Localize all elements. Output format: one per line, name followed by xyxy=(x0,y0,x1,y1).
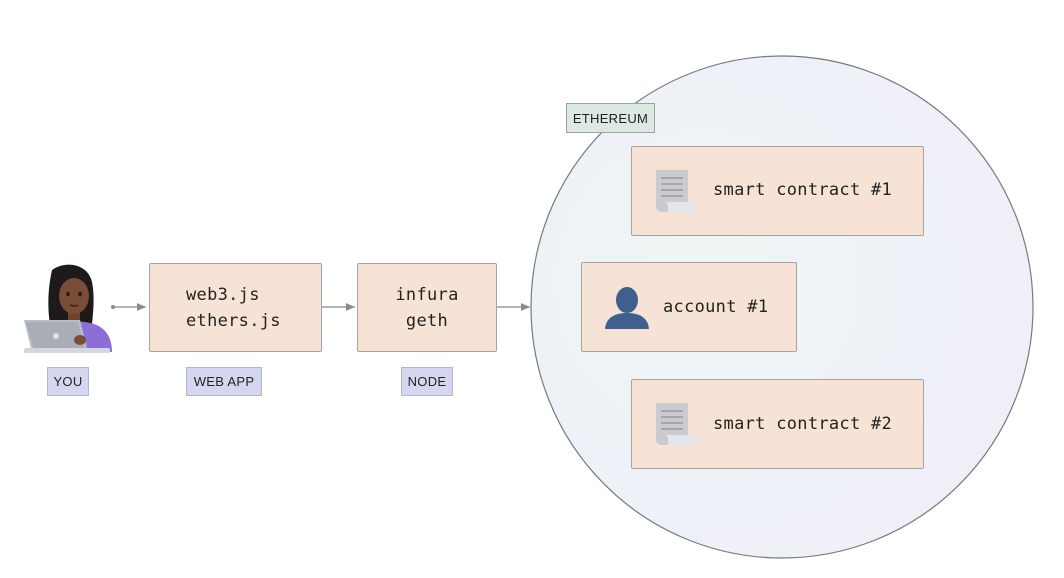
smart-contract-1-box: smart contract #1 xyxy=(631,146,924,236)
person-silhouette-icon xyxy=(605,287,649,329)
ethereum-tag: ETHEREUM xyxy=(566,103,655,133)
smart-contract-2-box: smart contract #2 xyxy=(631,379,924,469)
you-tag: YOU xyxy=(47,367,89,396)
web-app-line-2: ethers.js xyxy=(186,310,281,331)
document-icon xyxy=(656,403,698,446)
web-app-line-1: web3.js xyxy=(186,284,260,305)
smart-contract-1-label: smart contract #1 xyxy=(713,180,893,200)
node-line-1: infura xyxy=(395,284,459,305)
web-app-tag: WEB APP xyxy=(186,367,262,396)
account-1-box: account #1 xyxy=(581,262,797,352)
smart-contract-2-label: smart contract #2 xyxy=(713,414,893,434)
node-line-2: geth xyxy=(405,310,449,331)
node-tag: NODE xyxy=(401,367,453,396)
node-box: infura geth xyxy=(357,263,497,352)
woman-technologist-icon xyxy=(24,264,112,353)
web-app-box: web3.js ethers.js xyxy=(149,263,322,352)
account-1-label: account #1 xyxy=(663,297,769,317)
document-icon xyxy=(656,170,698,213)
arrow-start-dot xyxy=(111,305,115,309)
